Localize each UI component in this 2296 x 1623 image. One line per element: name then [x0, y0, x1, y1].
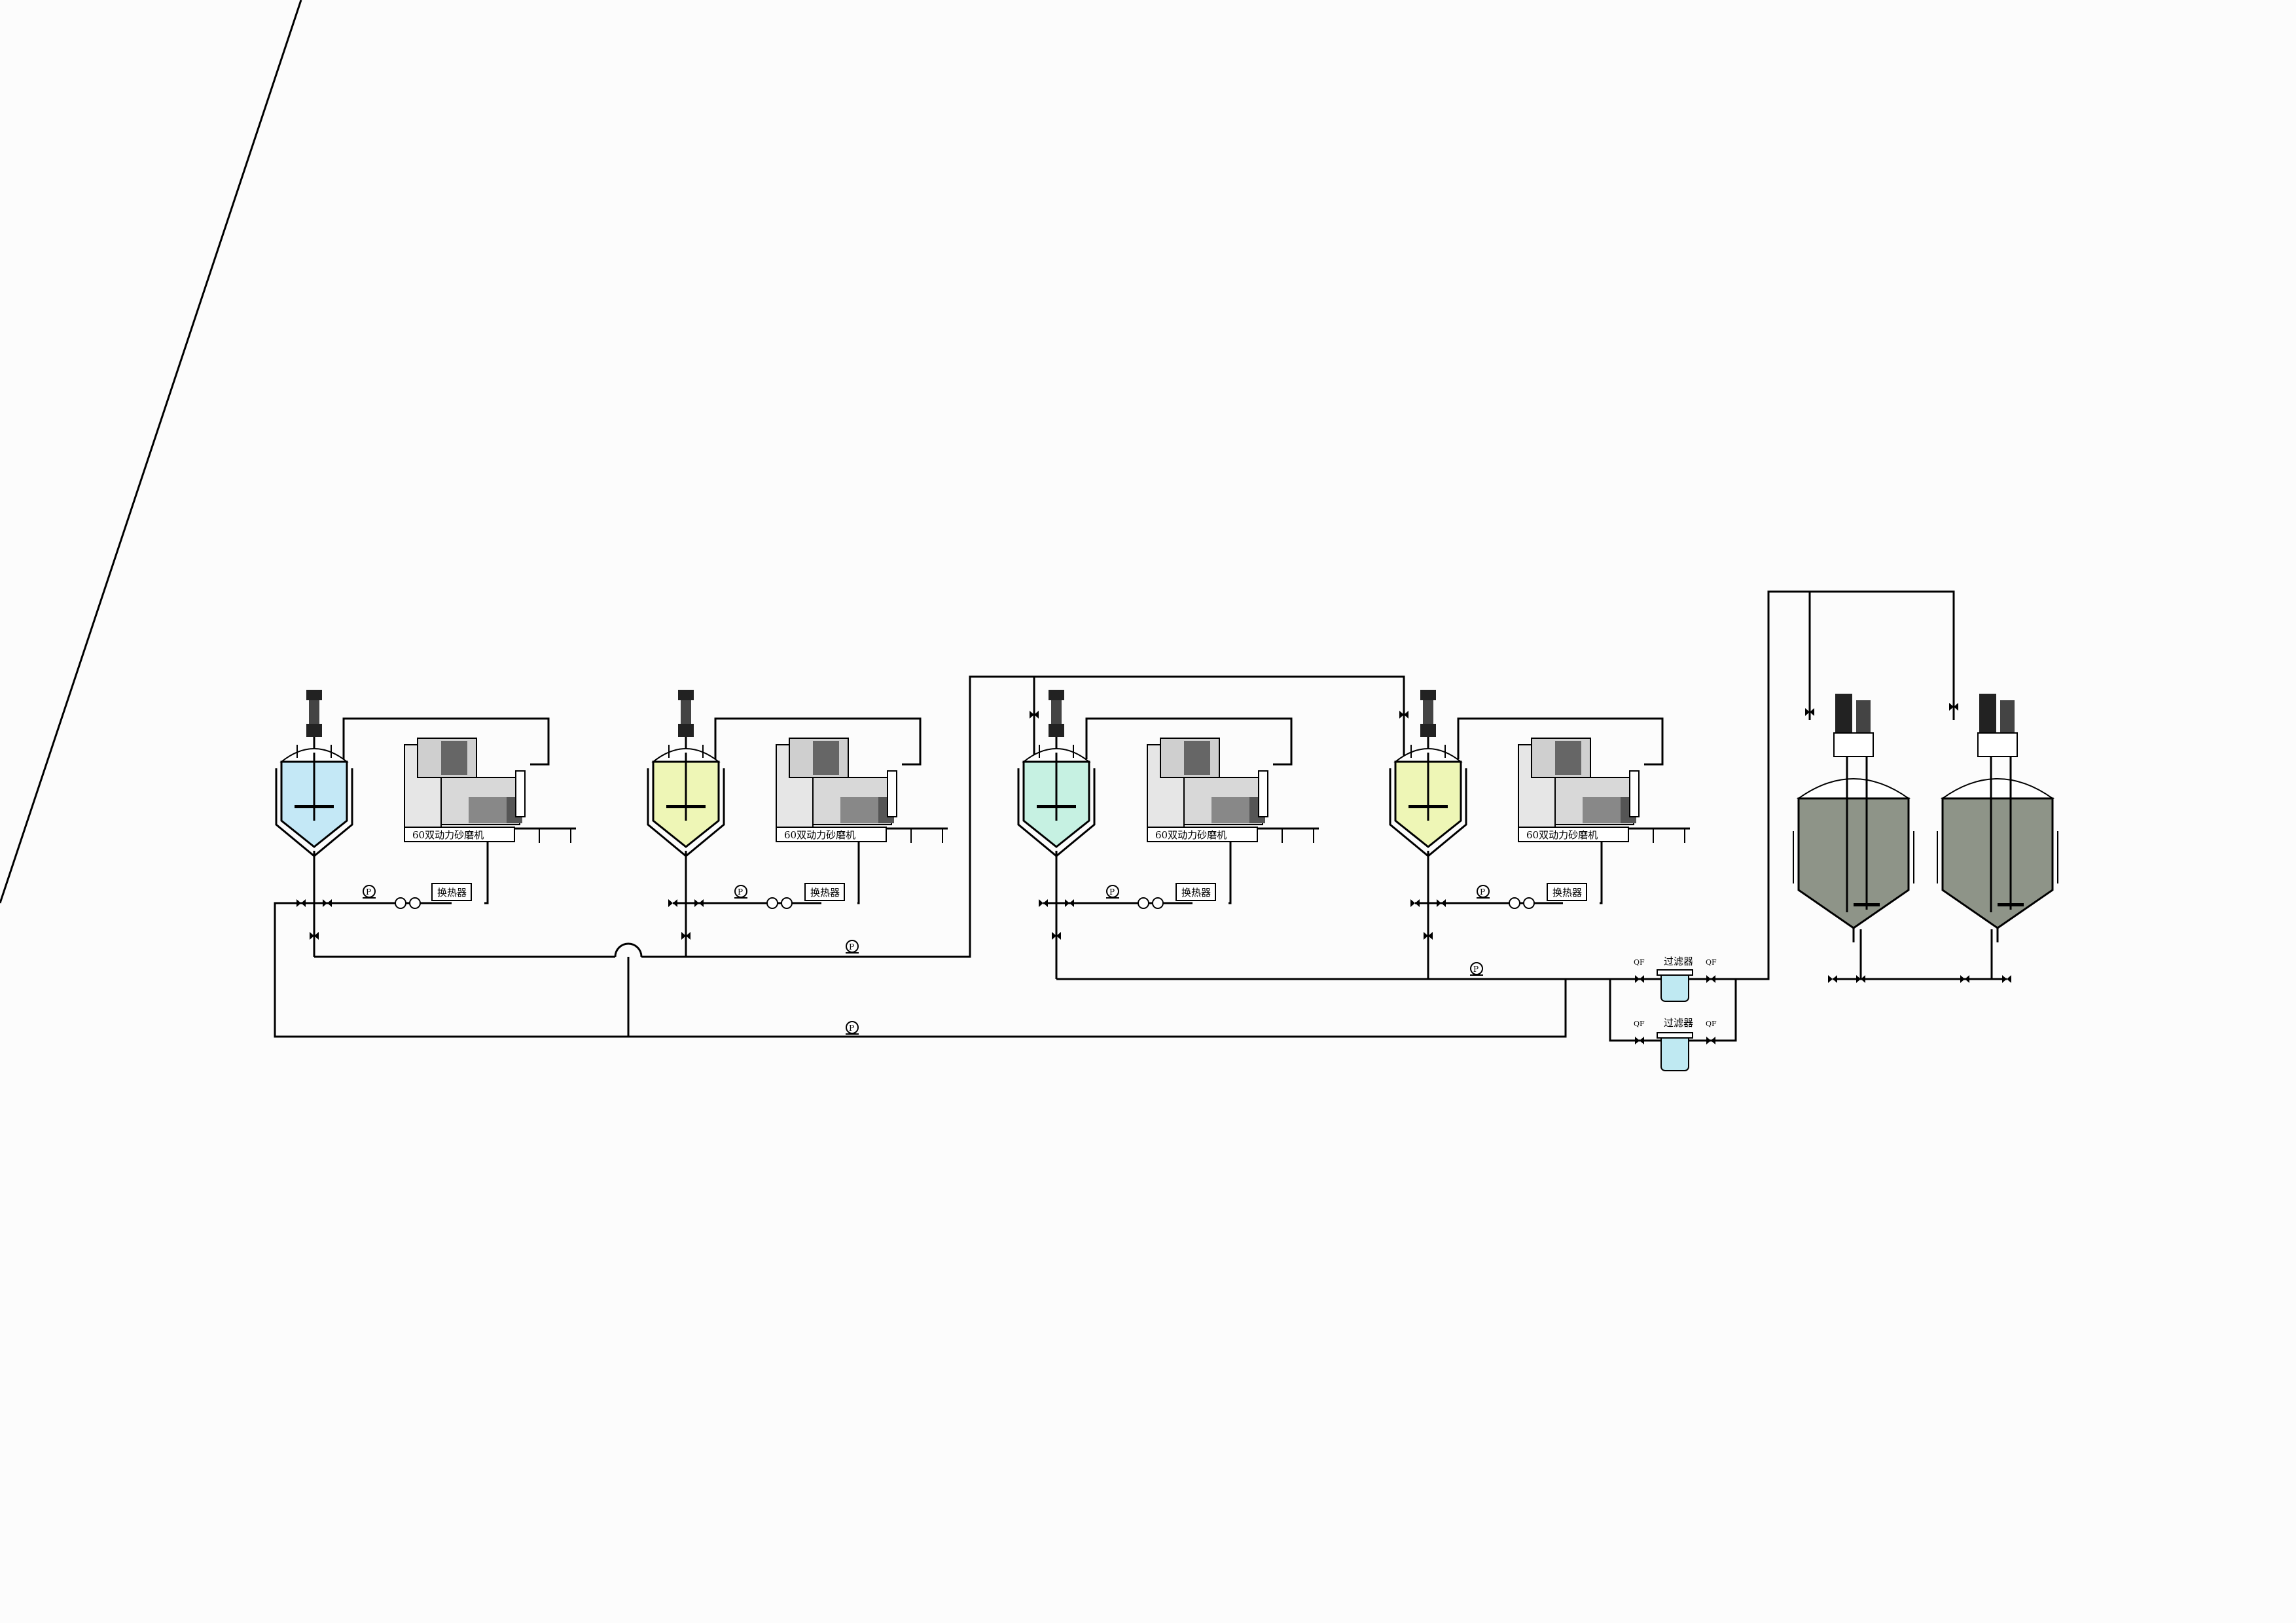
pump-5: P — [845, 940, 859, 954]
pump-label: P — [1473, 965, 1479, 974]
qf-label: QF — [1634, 1020, 1645, 1028]
mill-label: 60双动力砂磨机 — [784, 829, 855, 841]
sand-mill-2: 60双动力砂磨机 — [776, 738, 948, 843]
heat-exchanger-label: 换热器 — [1181, 887, 1211, 899]
mill-label: 60双动力砂磨机 — [412, 829, 484, 841]
reactor-tank-4 — [1389, 688, 1467, 866]
pump-label: P — [366, 887, 371, 897]
filter-label: 过滤器 — [1664, 1017, 1693, 1029]
pump-6: P — [845, 1021, 859, 1035]
storage-tank-1 — [1793, 694, 1914, 942]
heat-exchanger-3: 换热器 — [1175, 883, 1216, 901]
pump-7: P — [1469, 962, 1484, 976]
reactor-tank-3 — [1017, 688, 1096, 866]
filter-1: 过滤器 QF QF — [1634, 955, 1717, 1002]
filter-2: 过滤器 QF QF — [1634, 1017, 1717, 1071]
qf-label: QF — [1706, 958, 1717, 967]
storage-tank-2 — [1937, 694, 2058, 942]
heat-exchanger-1: 换热器 — [431, 883, 472, 901]
piping — [0, 0, 2007, 1042]
reactor-tank-1 — [275, 688, 353, 866]
pump-label: P — [849, 942, 854, 952]
heat-exchanger-label: 换热器 — [437, 887, 467, 899]
sand-mill-1: 60双动力砂磨机 — [404, 738, 576, 843]
sand-mill-3: 60双动力砂磨机 — [1147, 738, 1319, 843]
sand-mill-4: 60双动力砂磨机 — [1518, 738, 1690, 843]
pump-3: P — [1105, 885, 1120, 899]
pump-1: P — [362, 885, 376, 899]
mill-label: 60双动力砂磨机 — [1155, 829, 1227, 841]
reactor-tank-2 — [647, 688, 725, 866]
pump-label: P — [738, 887, 743, 897]
pump-4: P — [1476, 885, 1490, 899]
pump-2: P — [734, 885, 748, 899]
heat-exchanger-label: 换热器 — [810, 887, 840, 899]
pump-label: P — [1109, 887, 1115, 897]
heat-exchanger-label: 换热器 — [1552, 887, 1582, 899]
heat-exchanger-2: 换热器 — [804, 883, 845, 901]
filter-label: 过滤器 — [1664, 955, 1693, 967]
valves — [296, 703, 2011, 1044]
qf-label: QF — [1706, 1020, 1717, 1028]
heat-exchanger-4: 换热器 — [1547, 883, 1587, 901]
pump-label: P — [1480, 887, 1485, 897]
pump-label: P — [849, 1024, 854, 1033]
mill-label: 60双动力砂磨机 — [1526, 829, 1598, 841]
qf-label: QF — [1634, 958, 1645, 967]
pumps: P P P P P P P — [362, 885, 1490, 1035]
